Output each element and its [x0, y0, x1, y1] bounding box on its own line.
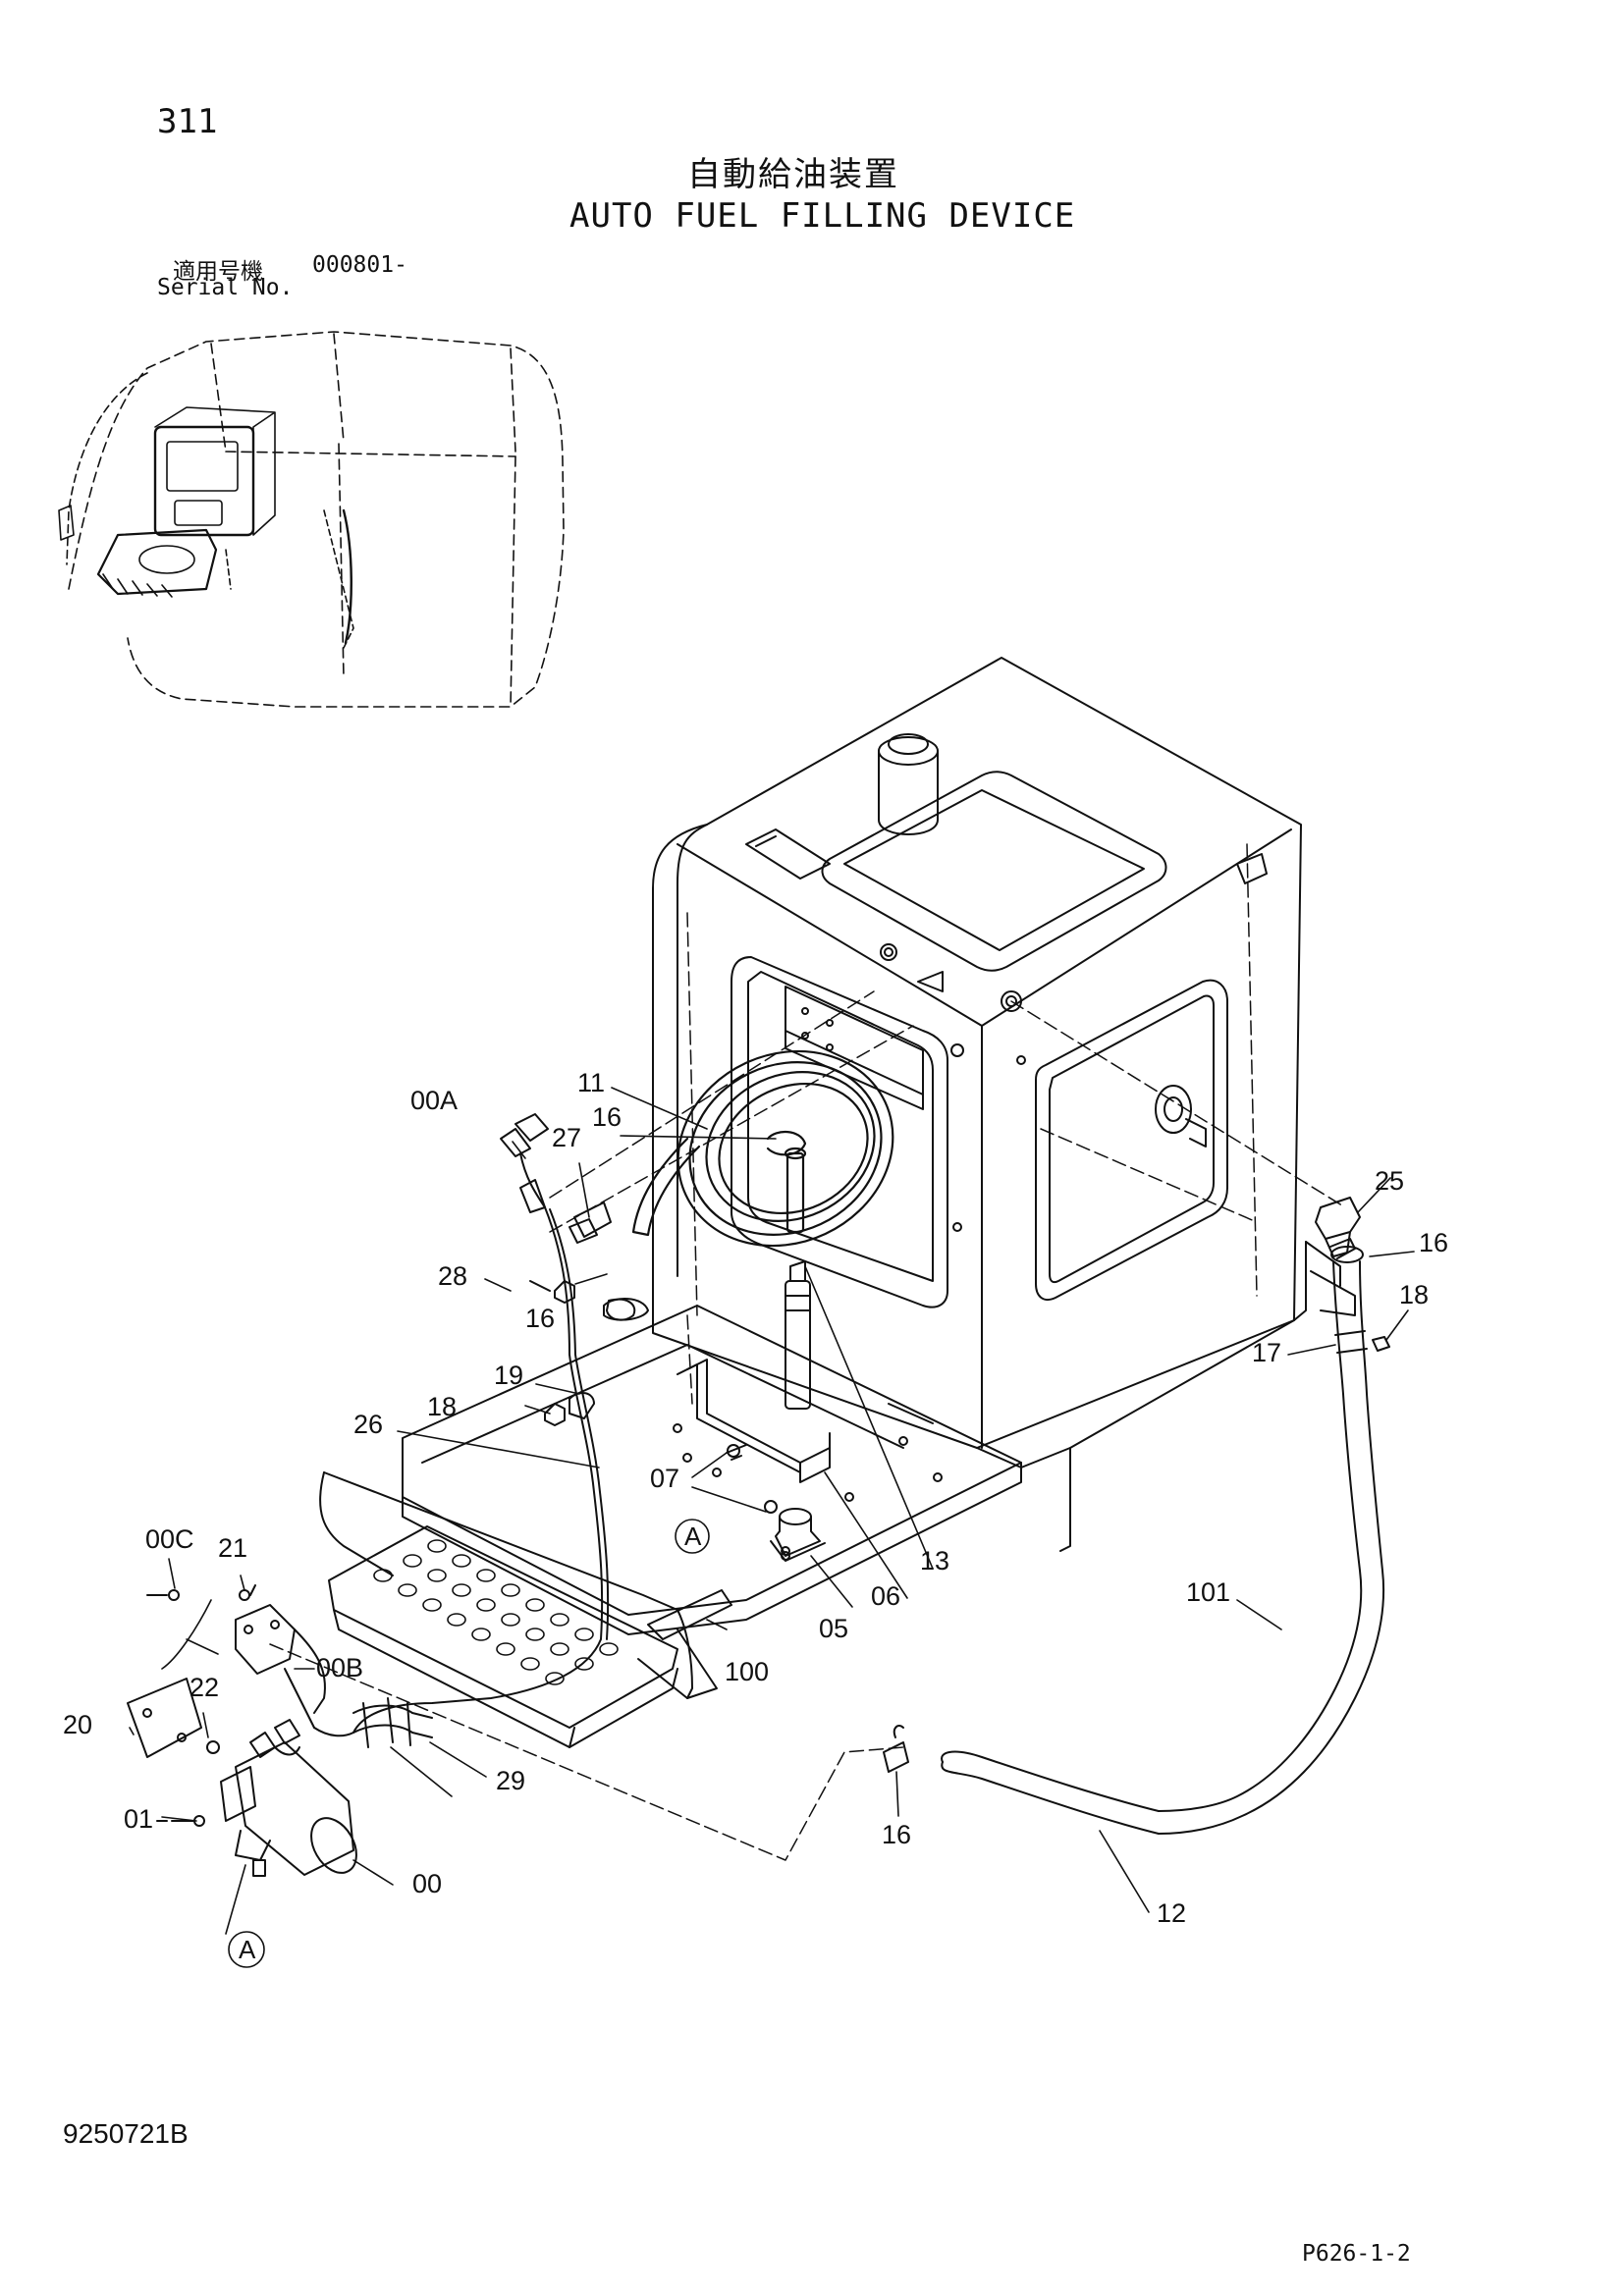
- coiled-hose: [631, 1049, 894, 1248]
- part-21-label: 21: [218, 1533, 247, 1563]
- part-18-label: 18: [1399, 1280, 1429, 1309]
- small-fittings: [529, 1218, 649, 1426]
- projection-lines: [269, 843, 1346, 1861]
- delivery-hose: [883, 1197, 1390, 1835]
- part-00B-label: 00B: [316, 1653, 363, 1682]
- document-code: 9250721B: [63, 2118, 189, 2149]
- part-22-label: 22: [189, 1673, 219, 1702]
- callout-labels: 11 00A 16 27 28 16 19 18 26 07 25 16 18 …: [63, 1068, 1448, 1928]
- part-100-label: 100: [725, 1657, 769, 1686]
- part-12-label: 12: [1157, 1898, 1186, 1928]
- wiring-harness: [352, 1113, 636, 1734]
- part-05-label: 05: [819, 1614, 848, 1643]
- part-00-label: 00: [412, 1869, 442, 1898]
- hose-clamps: [313, 1697, 433, 1748]
- part-01-label: 01: [124, 1804, 153, 1834]
- reference-marker-bottom: A: [228, 1931, 265, 1968]
- part-11-label: 11: [577, 1068, 605, 1097]
- reference-marker-top-label: A: [684, 1522, 702, 1551]
- part-00C-label: 00C: [145, 1524, 194, 1554]
- part-29-label: 29: [496, 1766, 525, 1795]
- reference-marker-bottom-label: A: [239, 1935, 256, 1964]
- part-07-label: 07: [650, 1464, 679, 1493]
- part-17-label: 17: [1252, 1338, 1281, 1367]
- part-28-label: 28: [438, 1261, 467, 1291]
- part-27-label: 27: [552, 1123, 581, 1152]
- page-code: P626-1-2: [1302, 2241, 1411, 2267]
- part-00A-label: 00A: [410, 1086, 458, 1115]
- cab-overview-inset: [58, 331, 565, 708]
- reference-marker-top: A: [675, 1519, 710, 1554]
- part-16-label: 16: [525, 1304, 555, 1333]
- nozzle-bracket: [677, 1260, 831, 1562]
- part-16-label: 16: [882, 1820, 911, 1849]
- serial-number-value: 000801-: [312, 252, 407, 278]
- part-19-label: 19: [494, 1361, 523, 1390]
- part-18-label: 18: [427, 1392, 457, 1421]
- part-06-label: 06: [871, 1581, 900, 1611]
- title-english: AUTO FUEL FILLING DEVICE: [569, 196, 1076, 236]
- part-25-label: 25: [1375, 1166, 1404, 1196]
- serial-label-japanese: 適用号機: [173, 259, 263, 285]
- part-13-label: 13: [920, 1546, 949, 1575]
- step-grating: [328, 1525, 732, 1748]
- part-26-label: 26: [353, 1410, 383, 1439]
- fuel-tank: [652, 657, 1356, 1552]
- title-japanese: 自動給油装置: [687, 155, 899, 194]
- leader-lines: [129, 1087, 1415, 1935]
- part-16-label: 16: [1419, 1228, 1448, 1257]
- serial-label-english: Serial No.: [157, 275, 294, 300]
- part-16-label: 16: [592, 1102, 622, 1132]
- fuel-pump: [127, 1584, 357, 1877]
- part-20-label: 20: [63, 1710, 92, 1739]
- page-number: 311: [157, 102, 218, 141]
- part-101-label: 101: [1186, 1577, 1230, 1607]
- base-plate: [319, 1305, 1022, 1699]
